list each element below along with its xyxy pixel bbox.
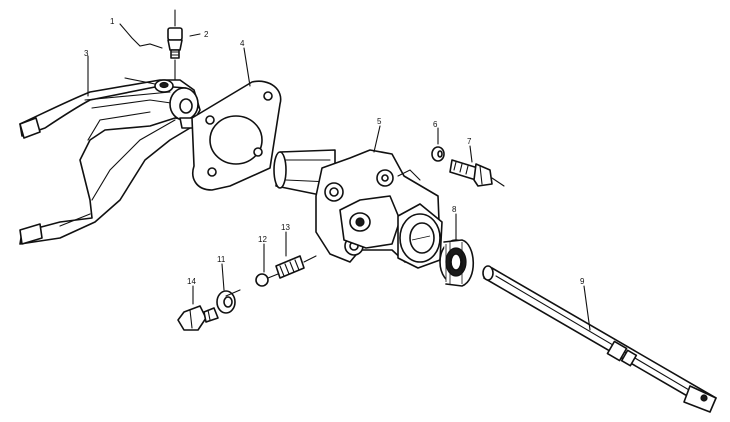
lock-washer-6 bbox=[431, 146, 445, 162]
shift-fork bbox=[19, 77, 215, 245]
detent-spring-13 bbox=[275, 255, 317, 279]
callout-5: 5 bbox=[377, 117, 382, 126]
callout-8: 8 bbox=[452, 205, 457, 214]
gasket bbox=[191, 80, 282, 191]
callout-3-fork: 3 bbox=[84, 49, 89, 58]
plug-bolt-14 bbox=[177, 305, 219, 331]
callout-12: 12 bbox=[258, 235, 267, 244]
callout-1: 1 bbox=[110, 17, 115, 26]
callout-labels: 1 2 3 4 5 6 7 8 9 11 12 13 14 bbox=[84, 17, 585, 286]
shift-housing bbox=[273, 149, 443, 269]
callout-4: 4 bbox=[240, 39, 245, 48]
bushing-8 bbox=[439, 239, 474, 287]
leader-lines bbox=[87, 23, 591, 331]
callout-6: 6 bbox=[433, 120, 438, 129]
shift-rail bbox=[482, 265, 717, 413]
callout-7: 7 bbox=[467, 137, 472, 146]
callout-11: 11 bbox=[217, 255, 226, 264]
washer-11 bbox=[216, 289, 241, 314]
callout-14: 14 bbox=[187, 277, 196, 286]
callout-2: 2 bbox=[204, 30, 209, 39]
bolt-7 bbox=[449, 159, 505, 187]
callout-9: 9 bbox=[580, 277, 585, 286]
grease-fitting bbox=[167, 9, 183, 81]
detent-ball-12 bbox=[255, 273, 279, 287]
callout-13: 13 bbox=[281, 223, 290, 232]
